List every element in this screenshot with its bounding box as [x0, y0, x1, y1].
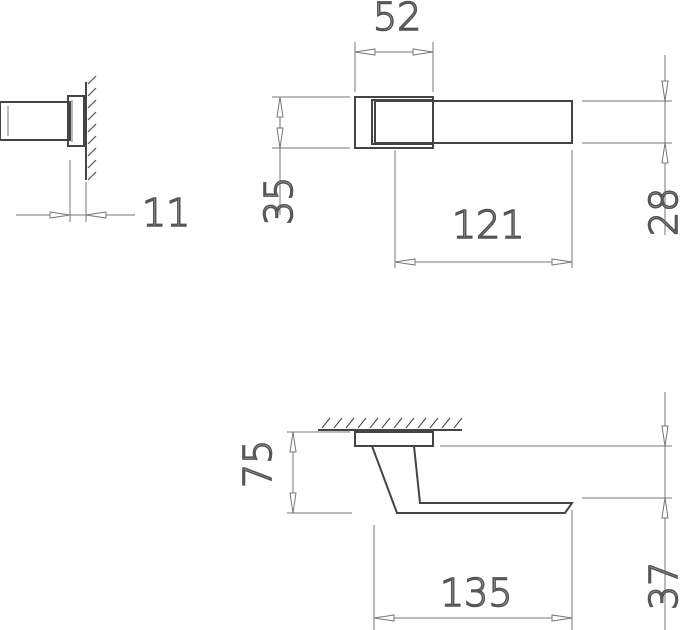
- dim-label-37: 37: [642, 562, 680, 610]
- dim-121-arrow-left: [394, 258, 416, 266]
- rose-front-inner: [371, 99, 433, 145]
- rose-side-view: 11: [0, 75, 191, 236]
- spindle-outline: [0, 101, 71, 141]
- rose-front-outline: [354, 96, 434, 149]
- dim-37-arrow-bottom: [661, 497, 669, 519]
- front-view: 52 35 121 28: [256, 0, 680, 268]
- rose-top-outline: [354, 431, 434, 447]
- dim-37-arrow-top: [661, 425, 669, 447]
- lever-top-outline: [371, 445, 574, 514]
- dim-121-arrow-right: [551, 258, 573, 266]
- dim-135-arrow-right: [551, 614, 573, 622]
- dim-75-arrow-top: [289, 431, 297, 453]
- wall-hatch-bottom: [321, 417, 463, 429]
- dim-35-arrow-bottom: [276, 127, 284, 149]
- dim-label-11: 11: [142, 191, 190, 235]
- dim-52-arrow-right: [412, 48, 434, 56]
- dim-52-arrow-left: [354, 48, 376, 56]
- dim-label-121: 121: [452, 203, 525, 247]
- dim-label-28: 28: [642, 188, 680, 236]
- dim-135-arrow-left: [373, 614, 395, 622]
- dim-35-arrow-top: [276, 96, 284, 118]
- dim-label-35: 35: [257, 177, 301, 225]
- dim-28-arrow-bottom: [661, 142, 669, 164]
- dim-75-arrow-bottom: [289, 492, 297, 514]
- top-view: 75 135 37: [235, 392, 680, 630]
- lever-front-outline: [374, 100, 573, 144]
- dim-11-arrow-right: [85, 211, 107, 219]
- dim-label-75: 75: [236, 440, 280, 488]
- dim-label-52: 52: [373, 0, 421, 39]
- rose-outline: [67, 95, 85, 147]
- dim-label-135: 135: [440, 571, 513, 615]
- dim-28-arrow-top: [661, 80, 669, 102]
- wall-hatch-left: [87, 75, 97, 181]
- dim-11-arrow-left: [49, 211, 71, 219]
